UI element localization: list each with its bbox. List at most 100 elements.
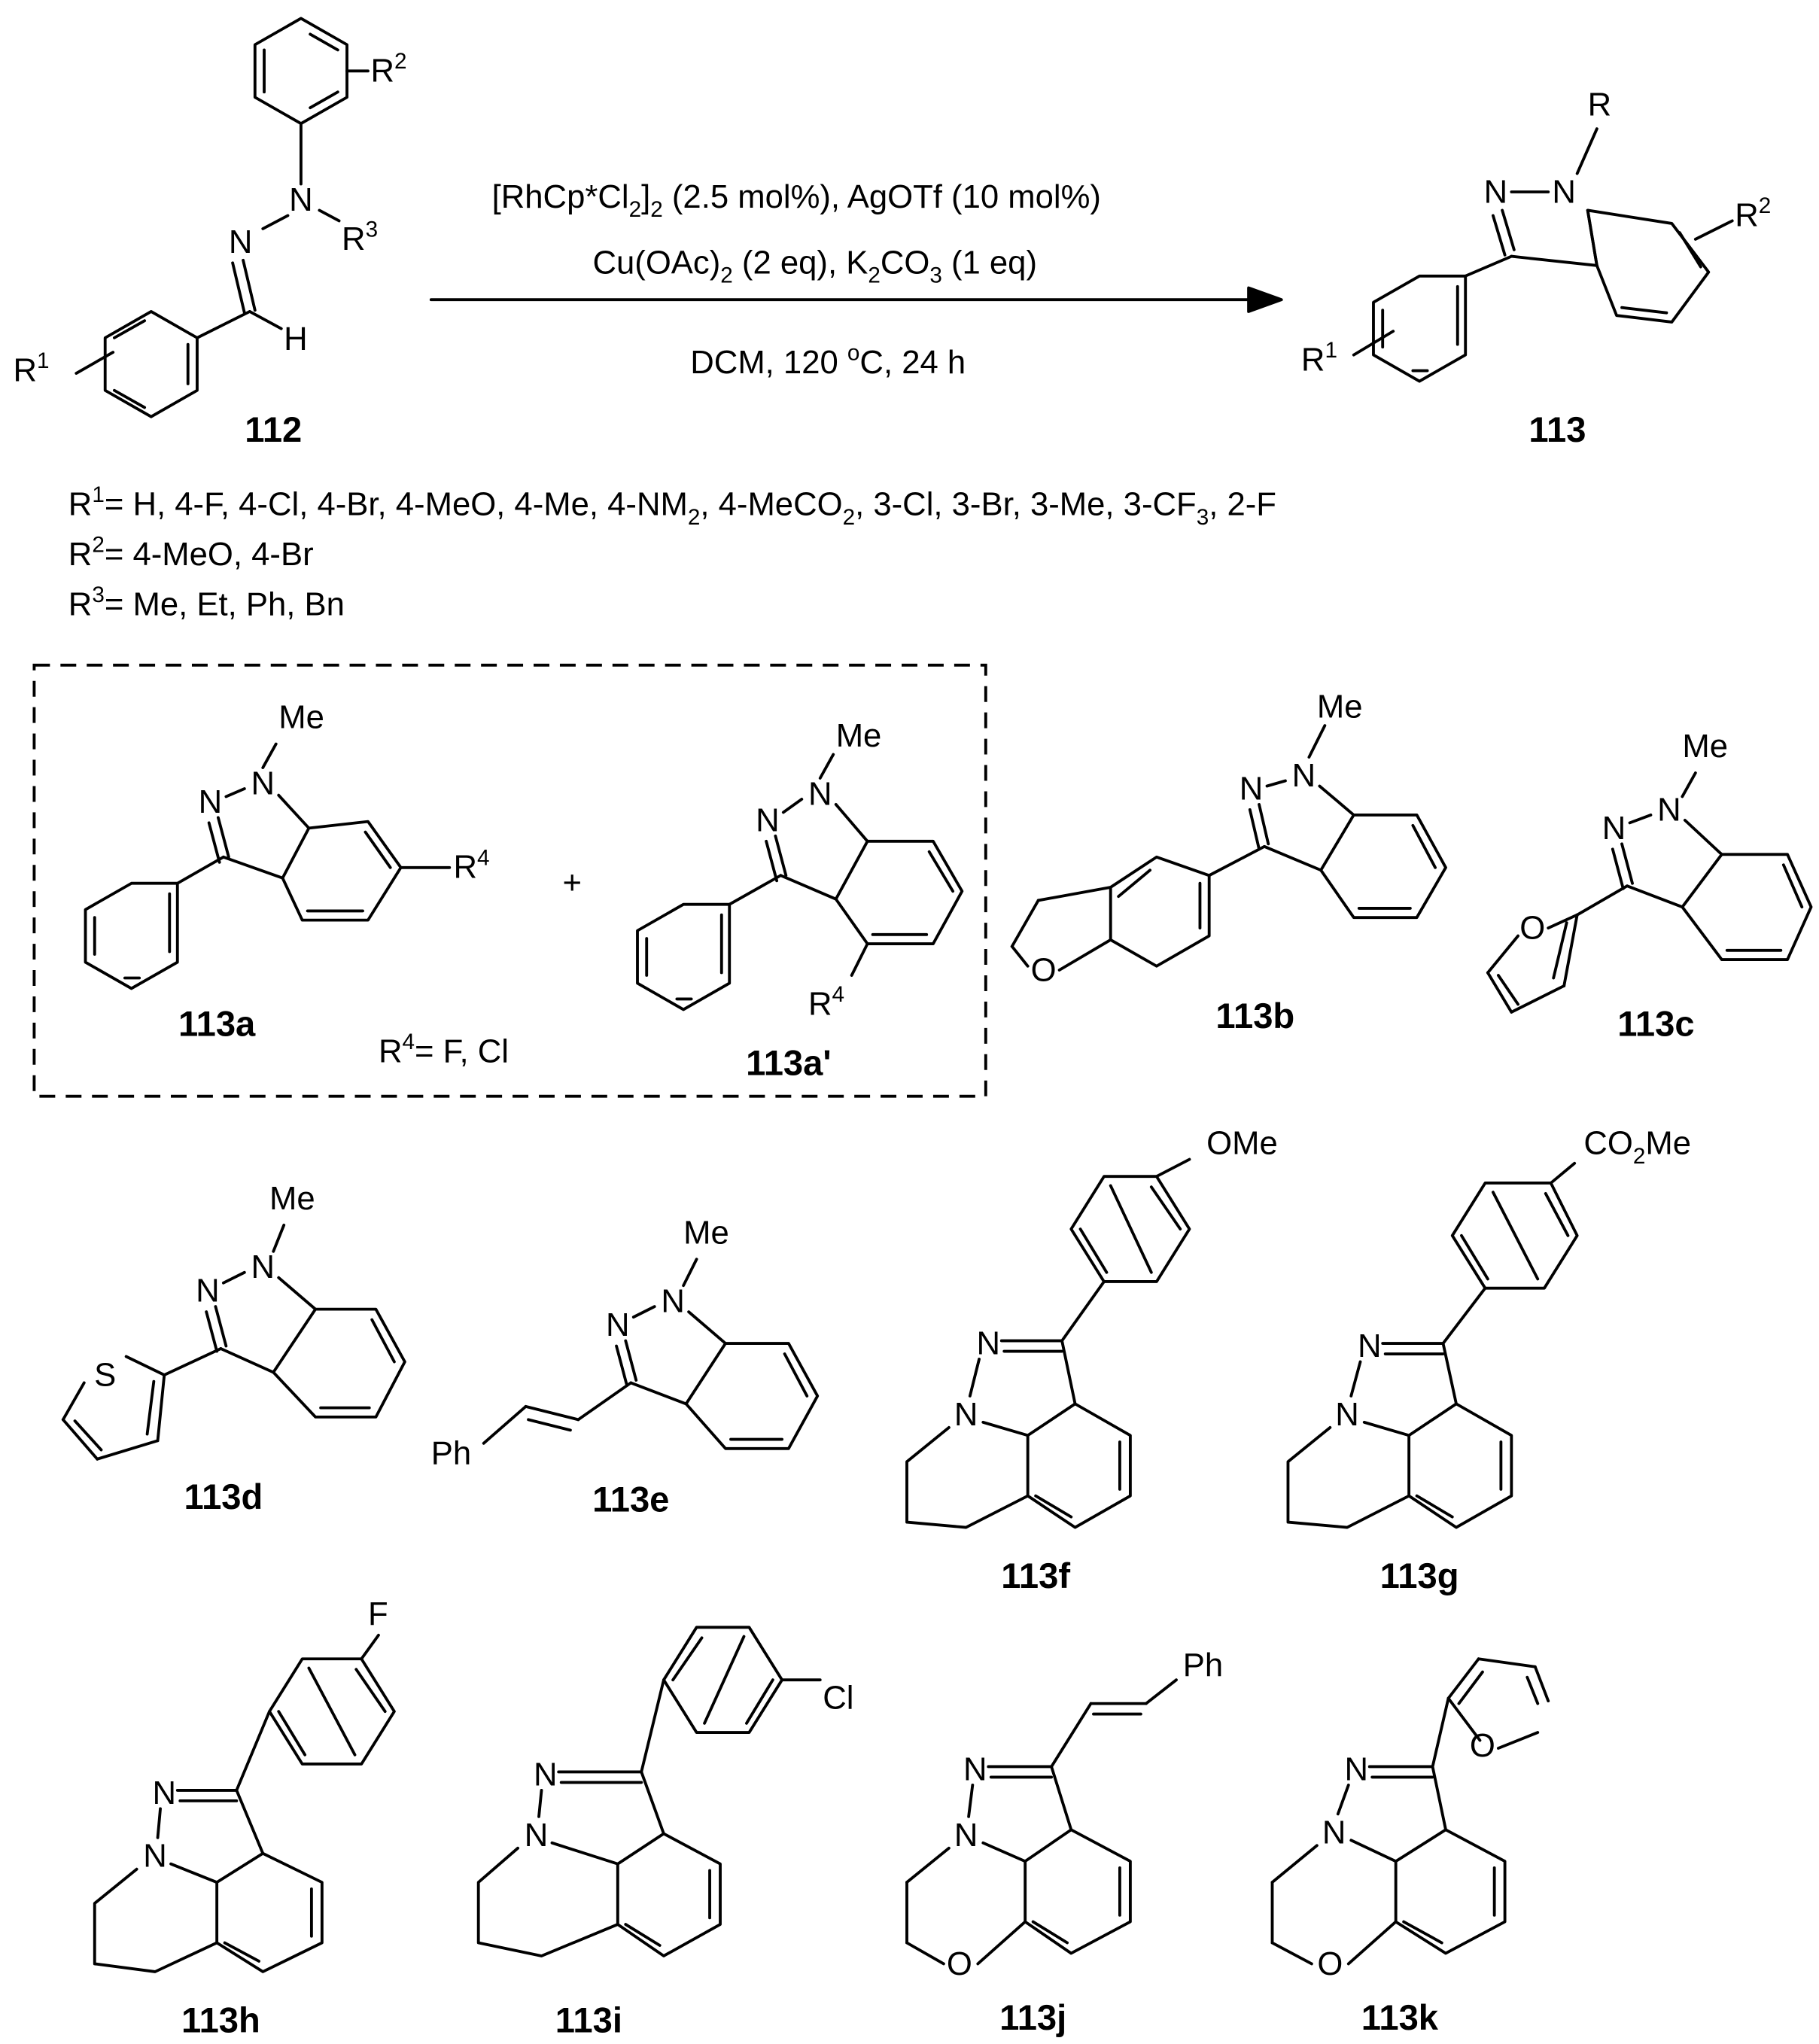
compound-label-112: 112 bbox=[245, 409, 302, 449]
113a-prime-me: Me bbox=[836, 717, 882, 754]
product-aryl-ring bbox=[1372, 274, 1468, 383]
113g-saturated-ring bbox=[1286, 1425, 1411, 1529]
113h-benzo-ring bbox=[215, 1851, 324, 1973]
113a-phenyl-ring bbox=[84, 881, 179, 990]
regioisomer-dashed-box bbox=[32, 663, 987, 1098]
113g-n2: N bbox=[1335, 1396, 1359, 1433]
reactant-upper-phenyl-ring bbox=[253, 17, 348, 126]
113i-n1: N bbox=[534, 1756, 558, 1793]
compound-label-113f: 113f bbox=[1001, 1556, 1070, 1595]
113e-n1: N bbox=[661, 1283, 685, 1320]
113d-me: Me bbox=[269, 1180, 315, 1217]
product-r2-label: R2 bbox=[1735, 193, 1771, 233]
113b-o: O bbox=[1031, 952, 1057, 989]
113e-ph: Ph bbox=[431, 1435, 471, 1472]
compound-113d: Me N N S 113d bbox=[61, 1180, 406, 1516]
compound-113c: Me N N O 113c bbox=[1486, 728, 1813, 1043]
plus-sign: + bbox=[562, 865, 581, 902]
113c-n2: N bbox=[1602, 810, 1626, 847]
substituents-r2: R2= 4-MeO, 4-Br bbox=[68, 533, 314, 573]
product-n1: N bbox=[1552, 174, 1576, 211]
113i-n2: N bbox=[525, 1817, 549, 1854]
compound-label-113c: 113c bbox=[1617, 1003, 1694, 1043]
113d-n2: N bbox=[196, 1273, 220, 1309]
compound-label-113h: 113h bbox=[181, 2000, 260, 2039]
113e-benzo-ring bbox=[684, 1342, 820, 1450]
substituents-r3: R3= Me, Et, Ph, Bn bbox=[68, 582, 345, 622]
113h-saturated-ring bbox=[93, 1867, 219, 1973]
reactant-r2-label: R2 bbox=[370, 49, 406, 89]
compound-label-113b: 113b bbox=[1215, 996, 1294, 1036]
113f-benzo-ring bbox=[1026, 1402, 1132, 1529]
113i-benzo-ring bbox=[616, 1832, 722, 1957]
113e-me: Me bbox=[683, 1214, 729, 1251]
113d-s: S bbox=[94, 1356, 116, 1393]
reactant-r1-label: R1 bbox=[13, 348, 49, 388]
113k-o-furan: O bbox=[1470, 1727, 1495, 1764]
113d-n1: N bbox=[251, 1249, 275, 1285]
113b-benzo-ring bbox=[1319, 813, 1447, 920]
113a-n2: N bbox=[199, 783, 223, 820]
113j-ph: Ph bbox=[1183, 1647, 1223, 1684]
113a-prime-phenyl-ring bbox=[636, 902, 732, 1011]
113b-dihydrobenzofuran-ring bbox=[1109, 855, 1211, 968]
product-benzo-ring bbox=[1586, 208, 1711, 324]
compound-label-113: 113 bbox=[1529, 409, 1586, 449]
113k-benzo-ring bbox=[1394, 1828, 1507, 1955]
113h-aryl-ring bbox=[268, 1657, 396, 1766]
reaction-arrow bbox=[429, 286, 1283, 313]
compound-label-113j: 113j bbox=[999, 1997, 1066, 2037]
compound-113i: Cl N N 113i bbox=[476, 1626, 853, 2039]
113j-benzo-ring bbox=[1024, 1828, 1132, 1955]
113a-benzo-ring bbox=[281, 820, 403, 922]
reactant-112: N N H R2 R3 R1 112 bbox=[13, 17, 407, 449]
113a-me: Me bbox=[278, 699, 324, 736]
conditions-oxidant-base: Cu(OAc)2 (2 eq), K2CO3 (1 eq) bbox=[592, 244, 1037, 287]
113e-n2: N bbox=[606, 1306, 630, 1343]
113b-n2: N bbox=[1240, 770, 1264, 807]
product-113: N N R R2 R1 113 bbox=[1301, 87, 1771, 449]
113i-saturated-ring bbox=[476, 1846, 619, 1957]
113h-n2: N bbox=[143, 1838, 167, 1875]
product-n2: N bbox=[1484, 174, 1508, 211]
113b-me: Me bbox=[1317, 689, 1363, 725]
compound-113h: F N N 113h bbox=[93, 1595, 396, 2039]
compound-113a-prime: Me N N R4 113a' bbox=[636, 717, 964, 1083]
compound-113b: Me N N O 113b bbox=[1010, 689, 1447, 1036]
113c-me: Me bbox=[1682, 728, 1728, 765]
conditions-solvent-temp: DCM, 120 oC, 24 h bbox=[690, 341, 966, 381]
r4-definition: R4= F, Cl bbox=[379, 1030, 509, 1069]
compound-113g: CO2Me N N 113g bbox=[1286, 1125, 1691, 1595]
113g-n1: N bbox=[1358, 1328, 1382, 1364]
113k-n2: N bbox=[1322, 1814, 1346, 1851]
113h-n1: N bbox=[153, 1775, 177, 1811]
113j-n2: N bbox=[954, 1817, 978, 1854]
compound-label-113d: 113d bbox=[184, 1477, 263, 1516]
compound-label-113k: 113k bbox=[1361, 1997, 1439, 2037]
113a-prime-n1: N bbox=[808, 775, 832, 812]
113k-n1: N bbox=[1345, 1750, 1369, 1787]
product-r1-label: R1 bbox=[1301, 338, 1337, 378]
113b-n1: N bbox=[1292, 757, 1316, 794]
compound-label-113g: 113g bbox=[1380, 1556, 1459, 1595]
113d-benzo-ring bbox=[272, 1307, 406, 1419]
113a-prime-n2: N bbox=[756, 801, 780, 838]
113k-o-ring: O bbox=[1317, 1945, 1343, 1982]
compound-113k: O N N O 113k bbox=[1270, 1657, 1550, 2037]
113j-o: O bbox=[947, 1945, 972, 1982]
product-r-label: R bbox=[1588, 87, 1612, 123]
113h-f: F bbox=[368, 1595, 388, 1632]
compound-label-113i: 113i bbox=[555, 2000, 622, 2039]
113c-o: O bbox=[1519, 910, 1545, 947]
compound-113a: Me N N R4 113a bbox=[84, 699, 490, 1043]
113c-n1: N bbox=[1657, 791, 1681, 828]
conditions-catalyst: [RhCp*Cl2]2 (2.5 mol%), AgOTf (10 mol%) bbox=[492, 178, 1101, 222]
reactant-r3-label: R3 bbox=[342, 217, 378, 257]
reactant-h: H bbox=[284, 321, 308, 357]
113g-benzo-ring bbox=[1407, 1402, 1513, 1529]
compound-label-113e: 113e bbox=[592, 1480, 669, 1519]
113f-saturated-ring bbox=[905, 1425, 1030, 1529]
113g-co2me: CO2Me bbox=[1583, 1125, 1691, 1169]
113j-n1: N bbox=[963, 1750, 987, 1787]
